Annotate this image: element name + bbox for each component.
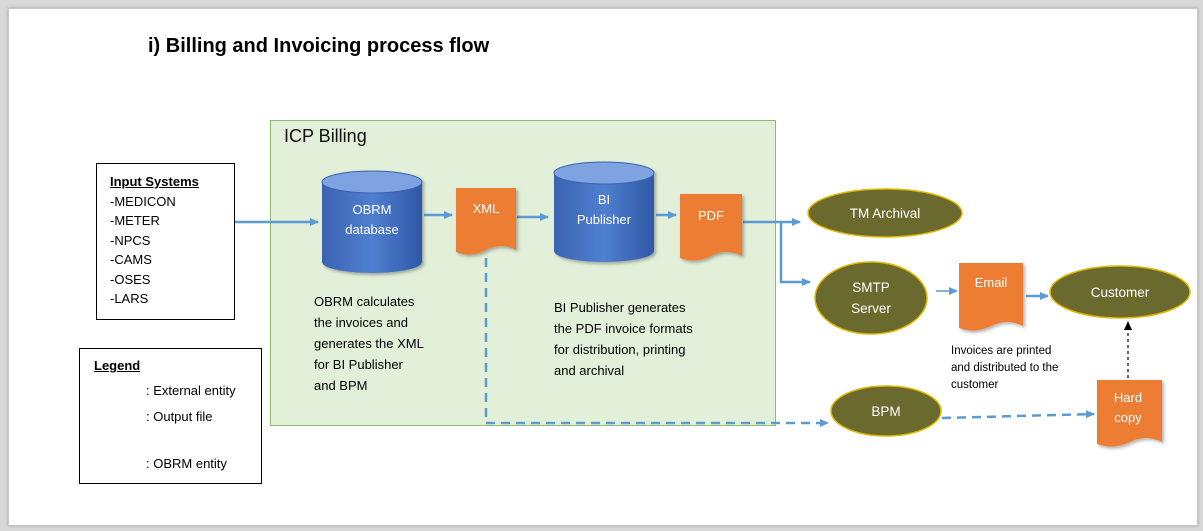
input-system-item: -MEDICON [110, 193, 176, 209]
obrm-database-cylinder [321, 170, 423, 273]
customer-ellipse [1049, 265, 1191, 319]
input-systems-box: Input Systems -MEDICON -METER -NPCS -CAM… [96, 163, 235, 320]
input-systems-heading: Input Systems [110, 174, 199, 189]
input-system-item: -CAMS [110, 252, 152, 267]
pdf-document-shape [680, 194, 742, 261]
email-document-shape [959, 263, 1023, 331]
smtp-server-ellipse [814, 261, 928, 335]
bi-publisher-label: BI Publisher [576, 192, 632, 227]
arrow-bpm-to-hardcopy [941, 410, 1095, 420]
bi-publisher-note: BI Publisher generates the PDF invoice f… [554, 300, 693, 378]
obrm-database-label: OBRM database [345, 202, 399, 237]
input-system-item: -LARS [110, 291, 149, 306]
legend-label-output: : Output file [146, 409, 213, 424]
bpm-label: BPM [871, 403, 901, 419]
bi-publisher-cylinder [553, 161, 655, 262]
tm-archival-ellipse [807, 188, 963, 238]
input-system-item: -METER [110, 213, 160, 228]
customer-label: Customer [1090, 284, 1150, 300]
input-system-item: -NPCS [110, 232, 151, 248]
xml-document-shape [456, 188, 516, 255]
arrow-pdf-to-smtp [779, 222, 811, 286]
diagram-title: i) Billing and Invoicing process flow [148, 35, 490, 57]
legend-label-obrm: : OBRM entity [146, 456, 227, 471]
input-system-item: -OSES [110, 271, 151, 287]
legend-box: Legend : External entity : Output file :… [79, 348, 262, 484]
hard-copy-document-shape [1097, 380, 1162, 447]
icp-billing-container [270, 120, 776, 426]
legend-title: Legend [94, 358, 141, 373]
icp-billing-label: ICP Billing [284, 126, 367, 146]
bpm-ellipse [830, 385, 942, 437]
smtp-server-label: SMTP Server [851, 280, 891, 316]
obrm-note: OBRM calculates the invoices and generat… [314, 294, 424, 393]
arrow-xml-to-bpm [484, 258, 829, 427]
printed-note: Invoices are printed and distributed to … [951, 345, 1059, 389]
xml-label: XML [472, 201, 500, 216]
email-label: Email [974, 275, 1008, 290]
tm-archival-label: TM Archival [849, 205, 921, 221]
legend-label-external: : External entity [146, 383, 236, 398]
hard-copy-label: Hard copy [1113, 390, 1143, 425]
connectors [235, 211, 1132, 427]
pdf-label: PDF [698, 208, 724, 223]
